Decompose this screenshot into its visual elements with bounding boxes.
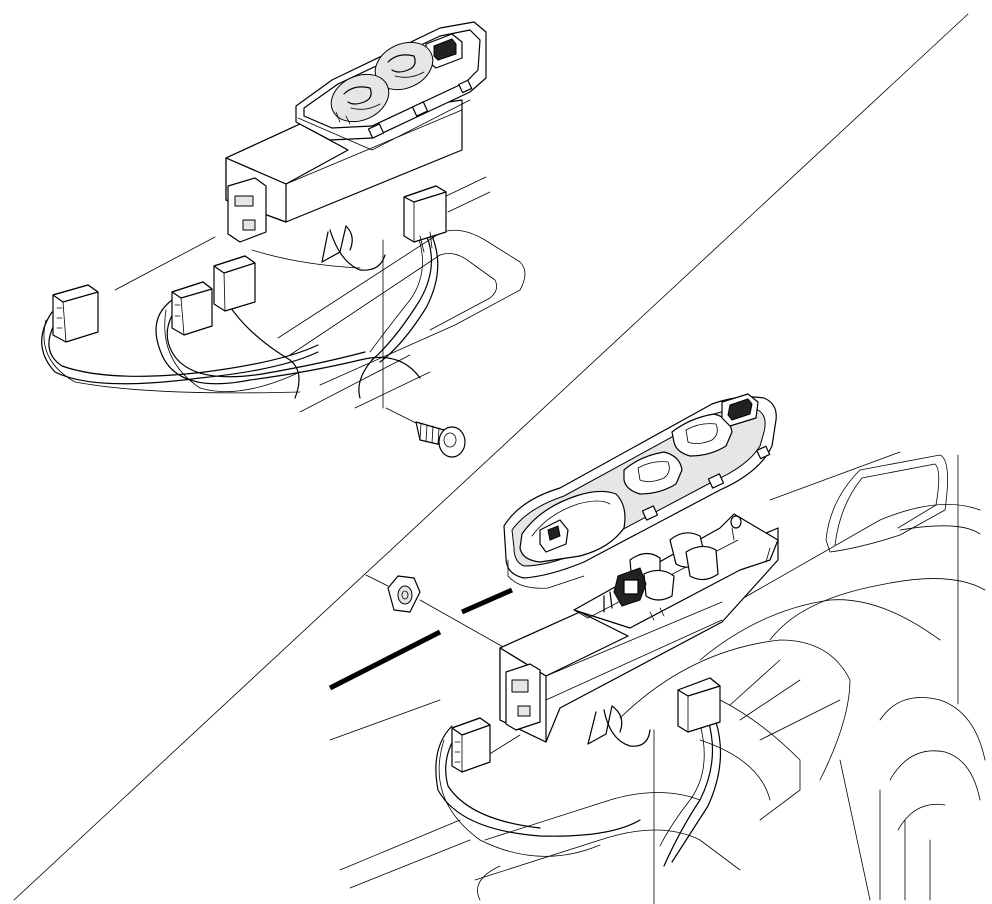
lower-connector-left — [451, 717, 491, 773]
lower-wiring-harness — [435, 709, 722, 904]
lower-window-switch-housing — [499, 513, 779, 745]
lower-connector-right — [677, 677, 721, 733]
upper-door-panel-lines — [114, 176, 526, 413]
upper-housing-connector — [227, 177, 267, 243]
upper-wiring-connectors — [52, 185, 447, 343]
connector-right — [403, 185, 447, 253]
view-separator-line — [13, 13, 969, 901]
lower-lock-switch — [721, 393, 759, 427]
retaining-nut — [365, 574, 506, 649]
upper-view — [41, 21, 526, 458]
lower-window-switch-bezel — [503, 393, 777, 589]
lower-wiring-connectors — [451, 677, 721, 773]
upper-window-switch-assembly — [225, 21, 487, 263]
lower-view — [328, 393, 986, 904]
circuit-board-components — [603, 515, 771, 621]
connector-center — [213, 255, 256, 312]
alignment-dashes — [328, 587, 514, 691]
upper-rocker-buttons — [330, 41, 434, 123]
door-trim-panel — [329, 451, 986, 901]
connector-left — [52, 284, 99, 343]
upper-wiring-harness — [41, 229, 439, 409]
retaining-screw — [385, 407, 466, 458]
lower-housing-connector — [505, 663, 541, 731]
connector-center-left — [171, 281, 213, 336]
